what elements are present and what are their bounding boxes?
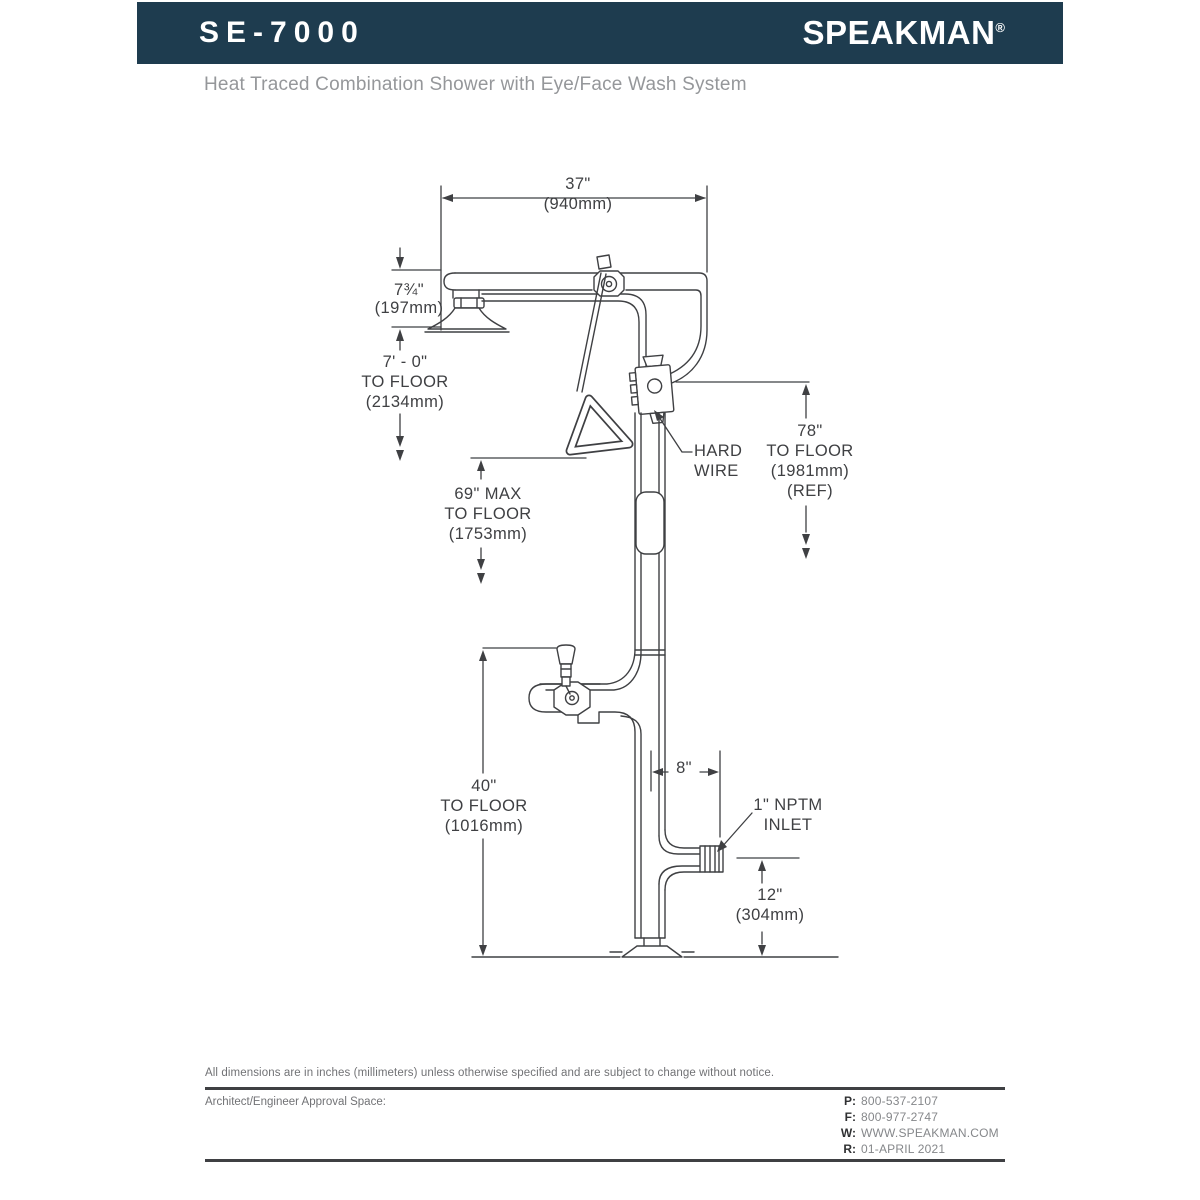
inlet-nipple — [699, 845, 724, 873]
brand-name: SPEAKMAN — [802, 14, 996, 51]
dim-label-box-height: 78" TO FLOOR (1981mm) (REF) — [766, 422, 854, 500]
dim-label-handle-height: 69" MAX TO FLOOR (1753mm) — [444, 485, 532, 543]
inlet-callout: 1" NPTM INLET — [753, 796, 823, 834]
dim-label-shower-height: 7' - 0" TO FLOOR (2134mm) — [361, 353, 449, 411]
inlet-branch — [658, 829, 724, 891]
shower-supply-pipe — [481, 293, 647, 369]
shower-head — [424, 289, 510, 333]
footer-rule-bottom — [205, 1159, 1005, 1162]
contact-web: W: WWW.SPEAKMAN.COM — [836, 1125, 999, 1141]
floor-flange — [609, 937, 695, 958]
dim-label-width: 37" (940mm) — [543, 175, 613, 213]
dim-label-head-offset: 7¾" (197mm) — [374, 281, 444, 317]
brand-logo: SPEAKMAN® — [803, 14, 1005, 52]
model-number: SE-7000 — [199, 16, 365, 49]
eyewash-assembly — [528, 644, 642, 939]
contact-revision-value: 01-APRIL 2021 — [861, 1142, 946, 1156]
registered-mark: ® — [995, 20, 1005, 35]
contact-revision: R: 01-APRIL 2021 — [836, 1141, 999, 1157]
contact-fax: F: 800-977-2747 — [836, 1109, 999, 1125]
dimension-lines — [391, 185, 810, 956]
shower-arm-jacket — [443, 272, 708, 385]
contact-fax-label: F: — [844, 1110, 856, 1124]
dimensions-disclaimer: All dimensions are in inches (millimeter… — [205, 1067, 775, 1079]
pulley — [593, 254, 625, 297]
contact-web-value: WWW.SPEAKMAN.COM — [861, 1126, 999, 1140]
dim-label-inlet-offset: 8" — [676, 759, 692, 777]
header-bar: SE-7000 SPEAKMAN® — [137, 2, 1063, 64]
eyewash-valve-handle — [556, 644, 576, 695]
product-subtitle: Heat Traced Combination Shower with Eye/… — [204, 74, 747, 95]
footer-rule-top — [205, 1087, 1005, 1090]
hard-wire-callout: HARD WIRE — [694, 442, 743, 480]
pull-handle — [565, 394, 634, 456]
contact-phone-value: 800-537-2107 — [861, 1094, 939, 1108]
pull-rod — [576, 272, 607, 393]
approval-space-label: Architect/Engineer Approval Space: — [205, 1096, 386, 1108]
stand-pipe — [539, 412, 666, 939]
dim-label-eyewash-height: 40" TO FLOOR (1016mm) — [440, 777, 528, 835]
contact-phone: P: 800-537-2107 — [836, 1093, 999, 1109]
dim-label-inlet-height: 12" (304mm) — [735, 886, 805, 924]
heat-trace-sleeve — [635, 491, 665, 555]
contact-fax-value: 800-977-2747 — [861, 1110, 939, 1124]
contact-web-label: W: — [840, 1126, 856, 1140]
contact-info: P: 800-537-2107 F: 800-977-2747 W: WWW.S… — [836, 1093, 999, 1157]
contact-revision-label: R: — [843, 1142, 856, 1156]
contact-phone-label: P: — [844, 1094, 856, 1108]
